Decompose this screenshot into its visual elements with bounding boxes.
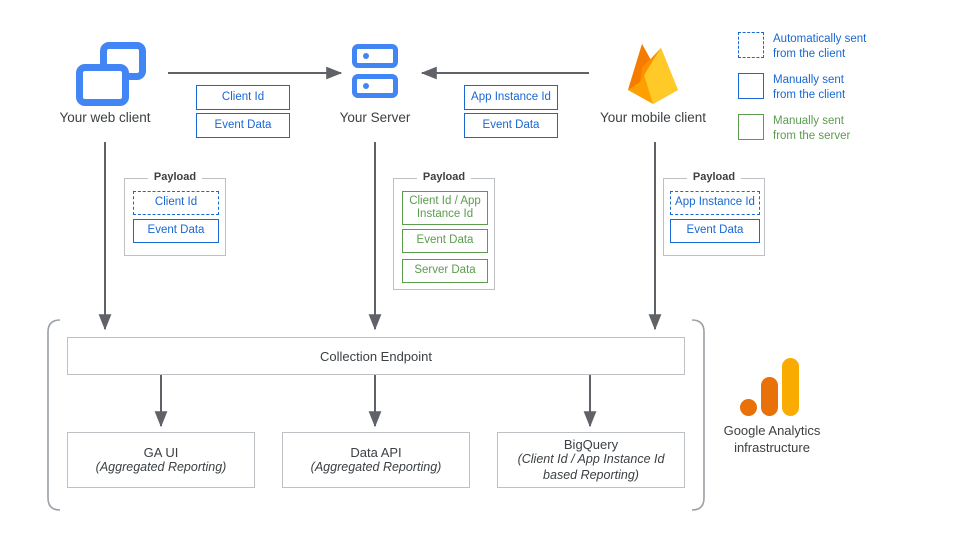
legend: Automatically sent from the client Manua… xyxy=(738,32,948,152)
web-client-label: Your web client xyxy=(59,110,151,125)
infrastructure-label: Google Analytics infrastructure xyxy=(723,423,821,455)
transfer-chip-event-data-mobile: Event Data xyxy=(464,113,558,138)
payload-web-client: Payload Client Id Event Data xyxy=(124,171,226,256)
legend-item-manual-server: Manually sent from the server xyxy=(738,114,850,144)
legend-swatch-solid-green-icon xyxy=(738,114,764,140)
infrastructure-bracket-left xyxy=(47,319,61,511)
legend-swatch-solid-blue-icon xyxy=(738,73,764,99)
output-subtitle-ga-ui: (Aggregated Reporting) xyxy=(95,459,227,474)
payload-server: Payload Client Id / App Instance Id Even… xyxy=(393,171,495,290)
payload-chip-app-instance-id: App Instance Id xyxy=(670,191,760,215)
legend-item-manual-client: Manually sent from the client xyxy=(738,73,845,103)
google-analytics-logo xyxy=(740,358,804,418)
output-box-data-api: Data API (Aggregated Reporting) xyxy=(282,432,470,488)
web-client-icon xyxy=(76,42,154,106)
payload-chip-client-id: Client Id xyxy=(133,191,219,215)
payload-server-title: Payload xyxy=(416,171,472,183)
output-box-bigquery: BigQuery (Client Id / App Instance Id ba… xyxy=(497,432,685,488)
output-subtitle-data-api: (Aggregated Reporting) xyxy=(310,459,442,474)
transfer-chip-client-id: Client Id xyxy=(196,85,290,110)
legend-swatch-dashed-blue-icon xyxy=(738,32,764,58)
server-icon xyxy=(352,44,398,102)
server-unit-bottom xyxy=(352,74,398,98)
payload-chip-client-or-app-instance-id: Client Id / App Instance Id xyxy=(402,191,488,225)
output-title-bigquery: BigQuery xyxy=(563,436,619,452)
payload-chip-event-data-mobile: Event Data xyxy=(670,219,760,243)
transfer-chip-event-data: Event Data xyxy=(196,113,290,138)
server-label: Your Server xyxy=(339,110,411,125)
payload-mobile-client-title: Payload xyxy=(686,171,742,183)
window-front-shape xyxy=(76,64,129,106)
infrastructure-bracket-right xyxy=(691,319,705,511)
output-subtitle-bigquery: (Client Id / App Instance Id based Repor… xyxy=(517,451,665,482)
transfer-chip-app-instance-id: App Instance Id xyxy=(464,85,558,110)
legend-label-manual-server: Manually sent from the server xyxy=(773,115,851,143)
mobile-client-label: Your mobile client xyxy=(599,110,707,125)
payload-chip-event-data-server: Event Data xyxy=(402,229,488,253)
firebase-flame-icon xyxy=(620,38,686,106)
legend-label-manual-client: Manually sent from the client xyxy=(773,74,846,102)
collection-endpoint-box: Collection Endpoint xyxy=(67,337,685,375)
payload-chip-event-data: Event Data xyxy=(133,219,219,243)
collection-endpoint-label: Collection Endpoint xyxy=(319,348,433,364)
payload-web-client-title: Payload xyxy=(147,171,203,183)
legend-item-automatic-client: Automatically sent from the client xyxy=(738,32,866,62)
output-title-ga-ui: GA UI xyxy=(143,444,179,460)
payload-chip-server-data: Server Data xyxy=(402,259,488,283)
server-led-top xyxy=(363,53,369,59)
server-unit-top xyxy=(352,44,398,68)
output-box-ga-ui: GA UI (Aggregated Reporting) xyxy=(67,432,255,488)
legend-label-automatic-client: Automatically sent from the client xyxy=(773,33,867,61)
output-title-data-api: Data API xyxy=(350,444,402,460)
payload-mobile-client: Payload App Instance Id Event Data xyxy=(663,171,765,256)
server-led-bottom xyxy=(363,83,369,89)
